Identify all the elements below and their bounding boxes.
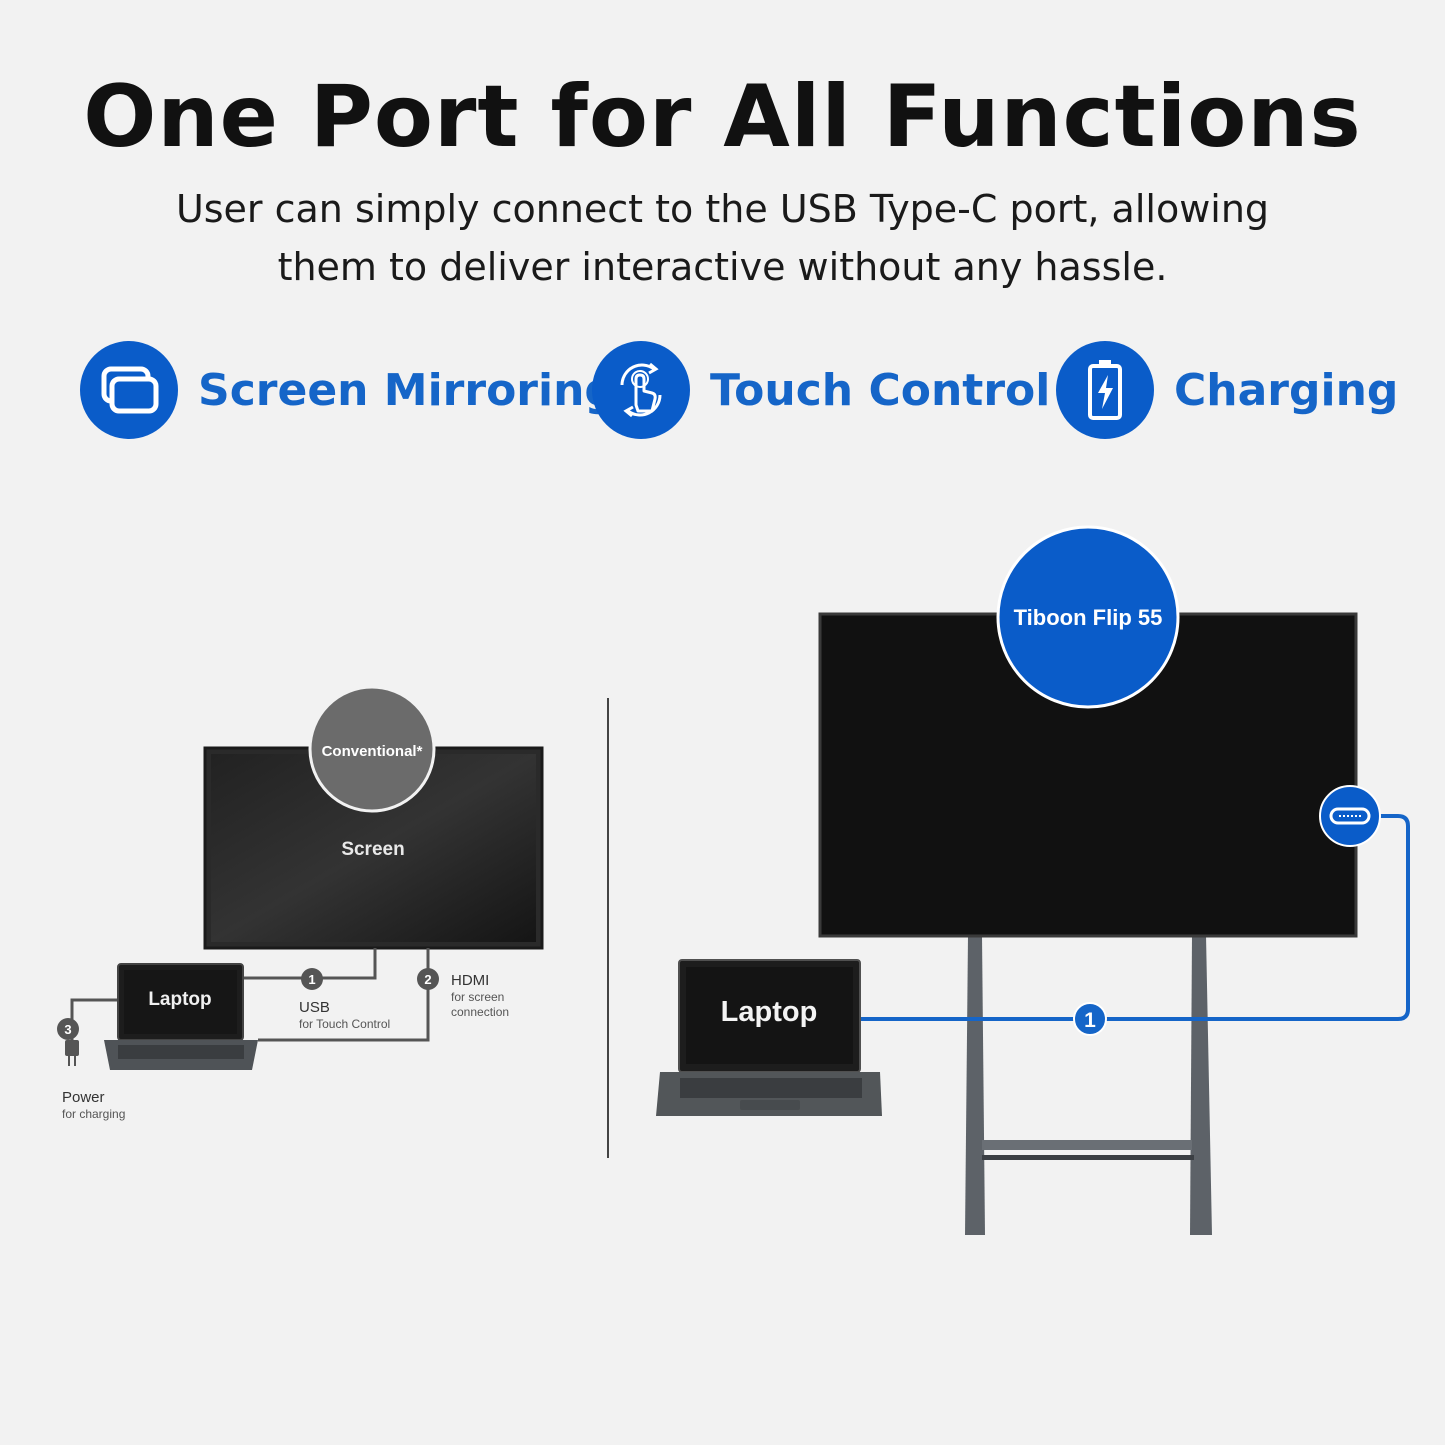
battery-charging-icon xyxy=(1056,341,1154,439)
feature-label: Charging xyxy=(1174,364,1399,416)
screen-label: Screen xyxy=(341,839,404,860)
usb-desc: for Touch Control xyxy=(299,1017,390,1031)
section-divider xyxy=(607,698,609,1158)
usb-c-port-icon xyxy=(1319,785,1381,847)
laptop-label: Laptop xyxy=(721,996,818,1028)
power-desc: for charging xyxy=(62,1107,125,1121)
feature-touch-control: Touch Control xyxy=(592,340,1050,440)
laptop-label: Laptop xyxy=(148,989,211,1010)
feature-label: Screen Mirroring xyxy=(198,364,616,416)
tiboon-laptop: Laptop xyxy=(656,959,882,1116)
connection-number: 1 xyxy=(1084,1009,1096,1032)
hdmi-label: HDMI xyxy=(451,972,489,989)
feature-charging: Charging xyxy=(1056,340,1398,440)
hdmi-desc-line1: for screen xyxy=(451,990,504,1004)
conventional-badge xyxy=(308,685,436,813)
tiboon-badge xyxy=(996,525,1180,709)
conventional-laptop: Laptop xyxy=(104,963,258,1070)
display-stand xyxy=(965,935,1212,1235)
screen-mirroring-icon xyxy=(80,341,178,439)
tiboon-badge-label: Tiboon Flip 55 xyxy=(1014,605,1163,630)
hdmi-desc-line2: connection xyxy=(451,1005,509,1019)
page-subtitle: User can simply connect to the USB Type-… xyxy=(175,187,1270,289)
page-title: One Port for All Functions xyxy=(83,67,1362,167)
connection-number-2: 2 xyxy=(424,972,431,987)
usb-label: USB xyxy=(299,999,330,1016)
touch-gesture-icon xyxy=(592,341,690,439)
feature-screen-mirroring: Screen Mirroring xyxy=(80,340,616,440)
power-label: Power xyxy=(62,1089,105,1106)
tiboon-setup: Laptop 1 Tiboon Flip 55 xyxy=(656,525,1410,1235)
conventional-setup: Screen Laptop 1 2 3 USB for Touch Contro… xyxy=(57,685,544,1121)
conventional-badge-label: Conventional* xyxy=(322,743,423,760)
feature-label: Touch Control xyxy=(710,364,1051,416)
connection-number-1: 1 xyxy=(308,972,315,987)
connection-number-3: 3 xyxy=(64,1022,71,1037)
